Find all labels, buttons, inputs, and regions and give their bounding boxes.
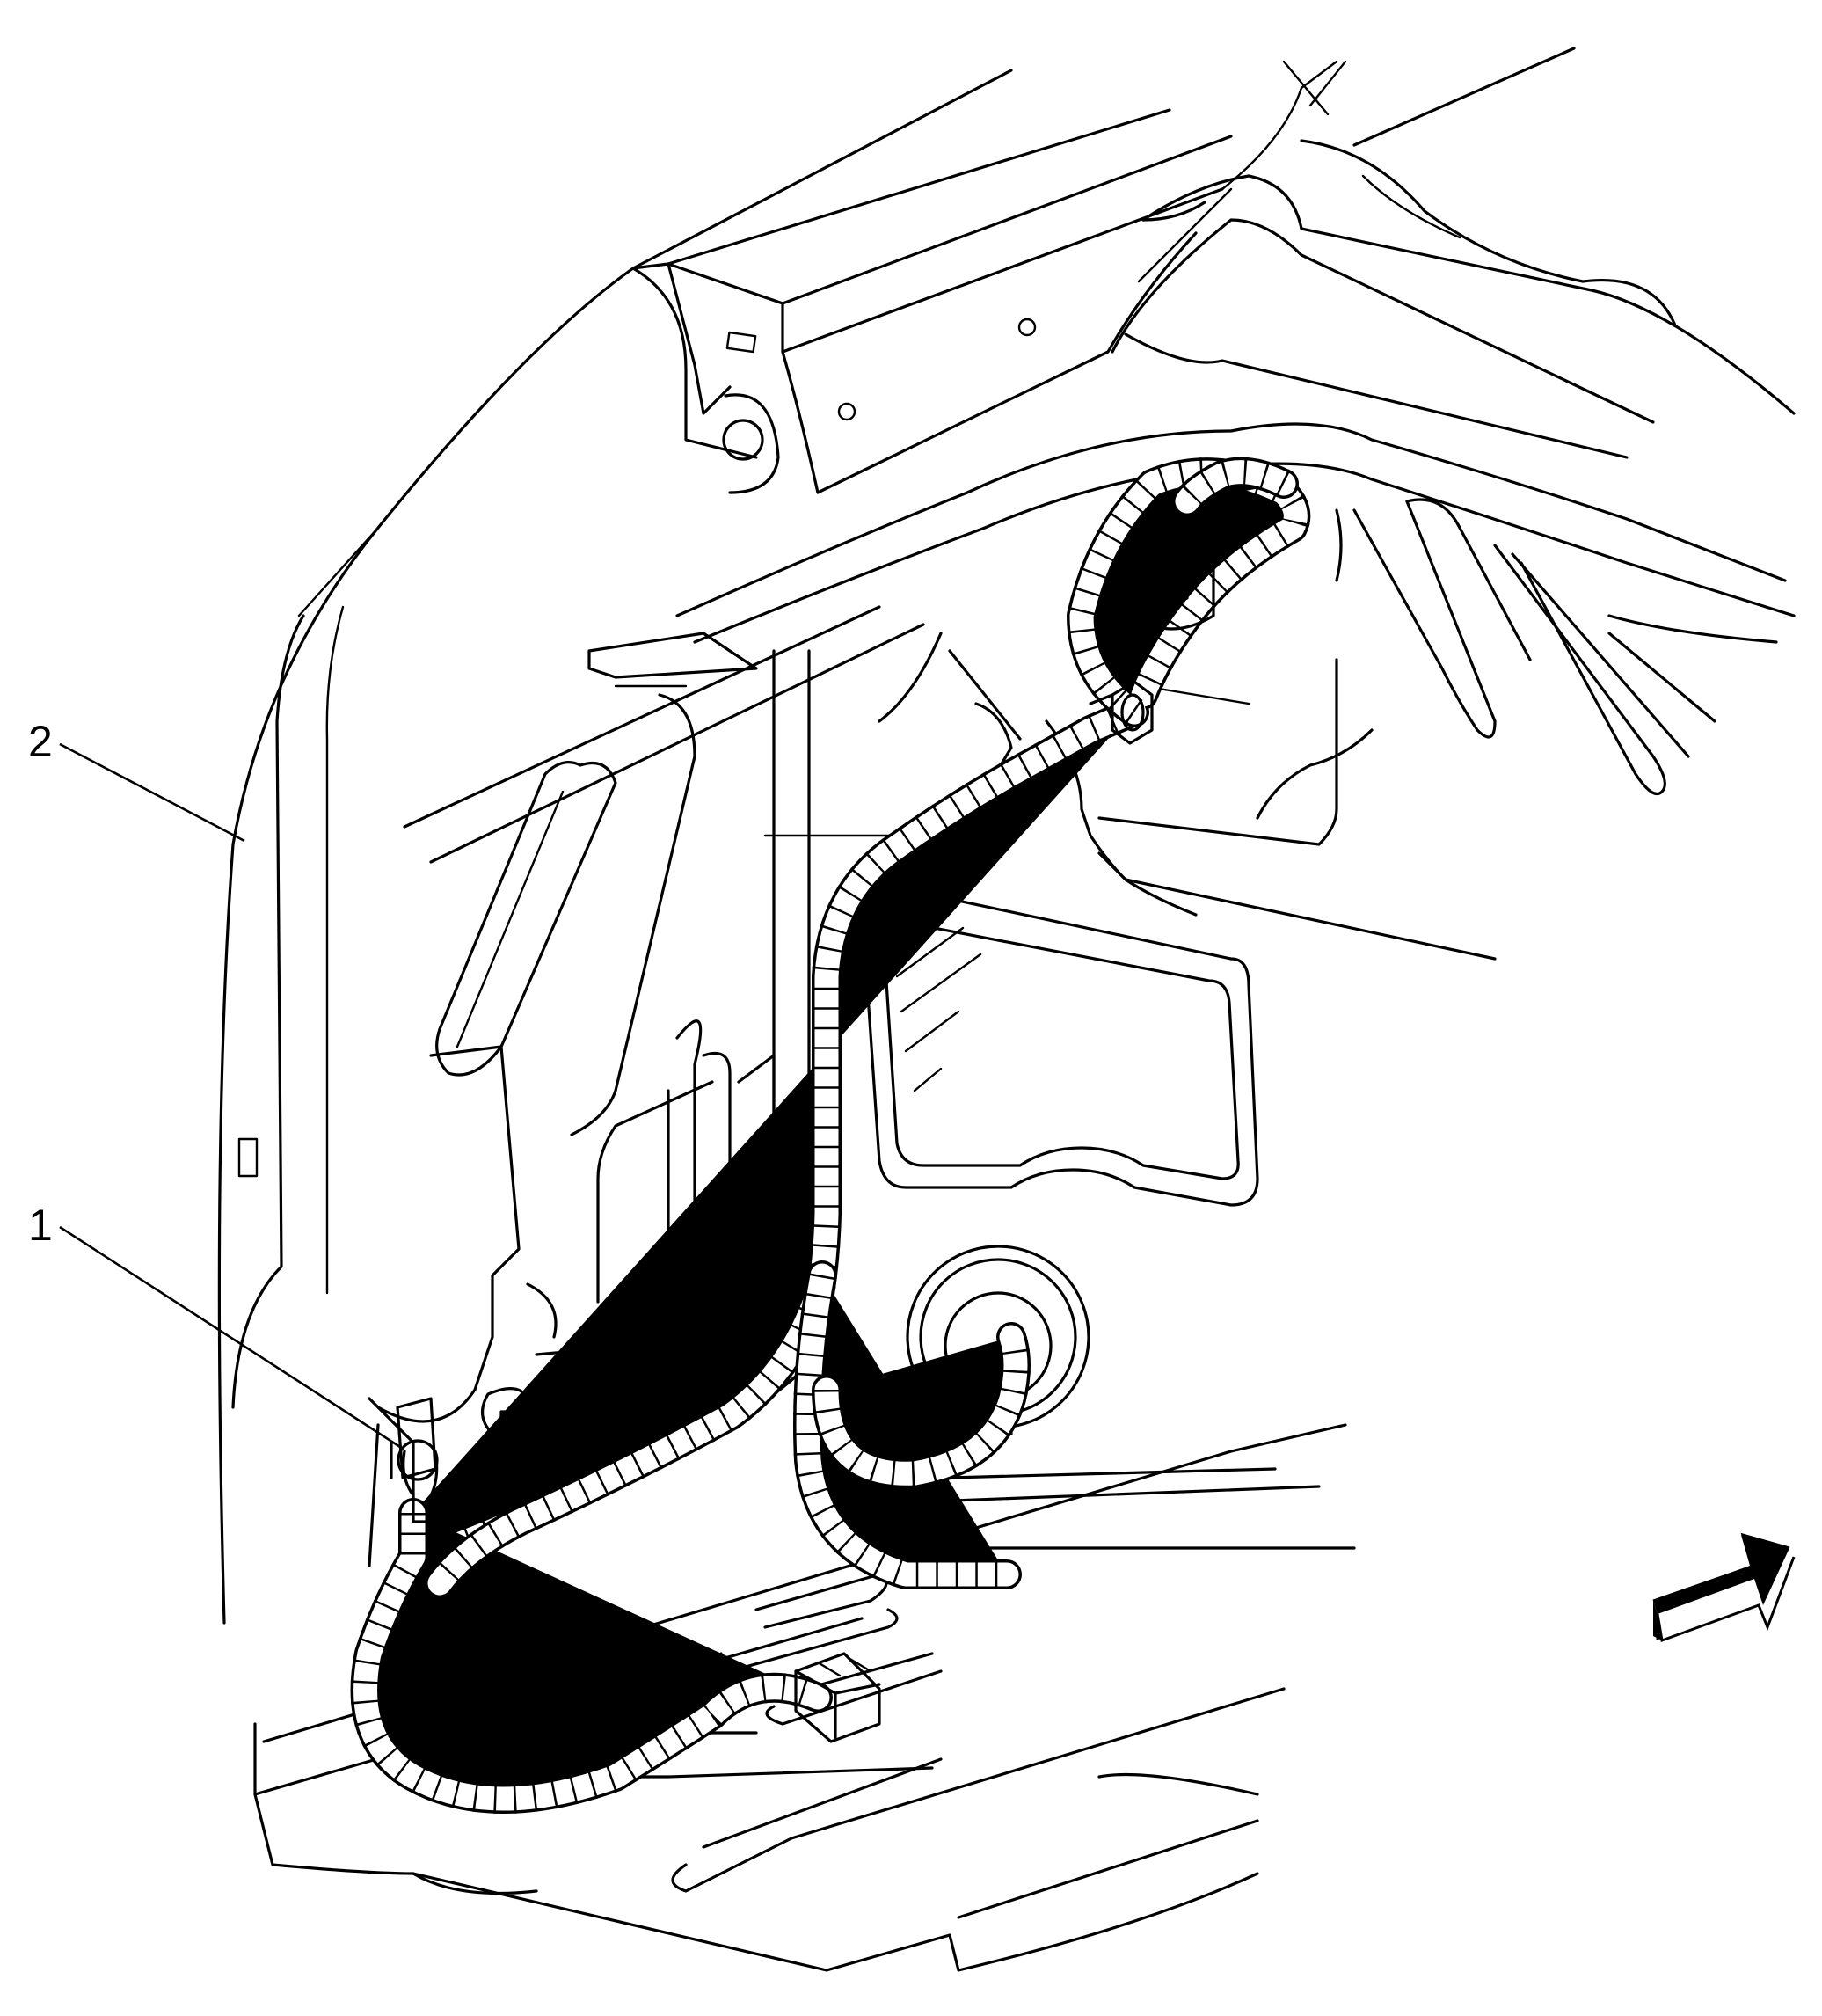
upper-body-structure: [631, 47, 1796, 494]
harness-connectors: [390, 530, 1215, 1743]
view-direction-arrow-icon: [1652, 1532, 1796, 1643]
wiring-harness: [366, 472, 1296, 1799]
callout-leaders: [59, 742, 401, 1449]
callout-2: 2: [28, 717, 53, 766]
upper-right-recess: [974, 498, 1716, 961]
quarter-panel-edge: [217, 69, 1013, 1625]
callout-1: 1: [28, 1201, 53, 1250]
